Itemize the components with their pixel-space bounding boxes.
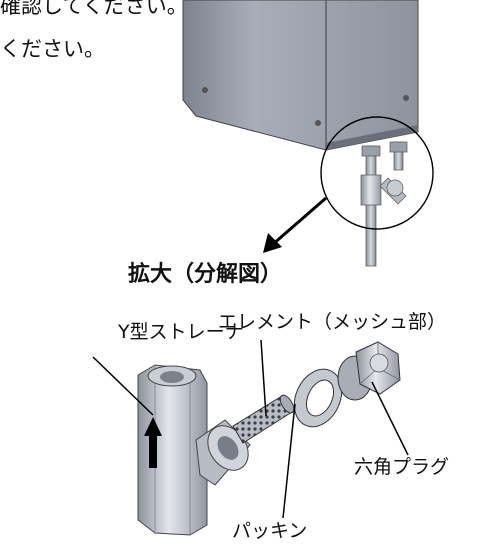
- label-element: エレメント（メッシュ部）: [218, 311, 447, 333]
- label-y-strainer: Y型ストレーナ: [118, 321, 244, 343]
- y-strainer: [137, 364, 251, 536]
- flow-arrow-icon: [144, 417, 162, 468]
- enlarged-view-heading: 拡大（分解図）: [128, 262, 283, 287]
- leader-lines: [92, 339, 409, 519]
- zoom-arrow: [263, 196, 327, 253]
- packing-ring: [293, 368, 343, 428]
- piping: [360, 141, 408, 267]
- zoom-circle: [320, 116, 434, 230]
- control-box: [182, 0, 419, 151]
- instruction-line-2: ください。: [0, 37, 105, 61]
- label-packing: パッキン: [232, 520, 308, 542]
- label-hex-plug: 六角プラグ: [354, 456, 450, 478]
- instruction-line-1: 確認してください。: [0, 0, 188, 18]
- hex-plug: [337, 341, 401, 401]
